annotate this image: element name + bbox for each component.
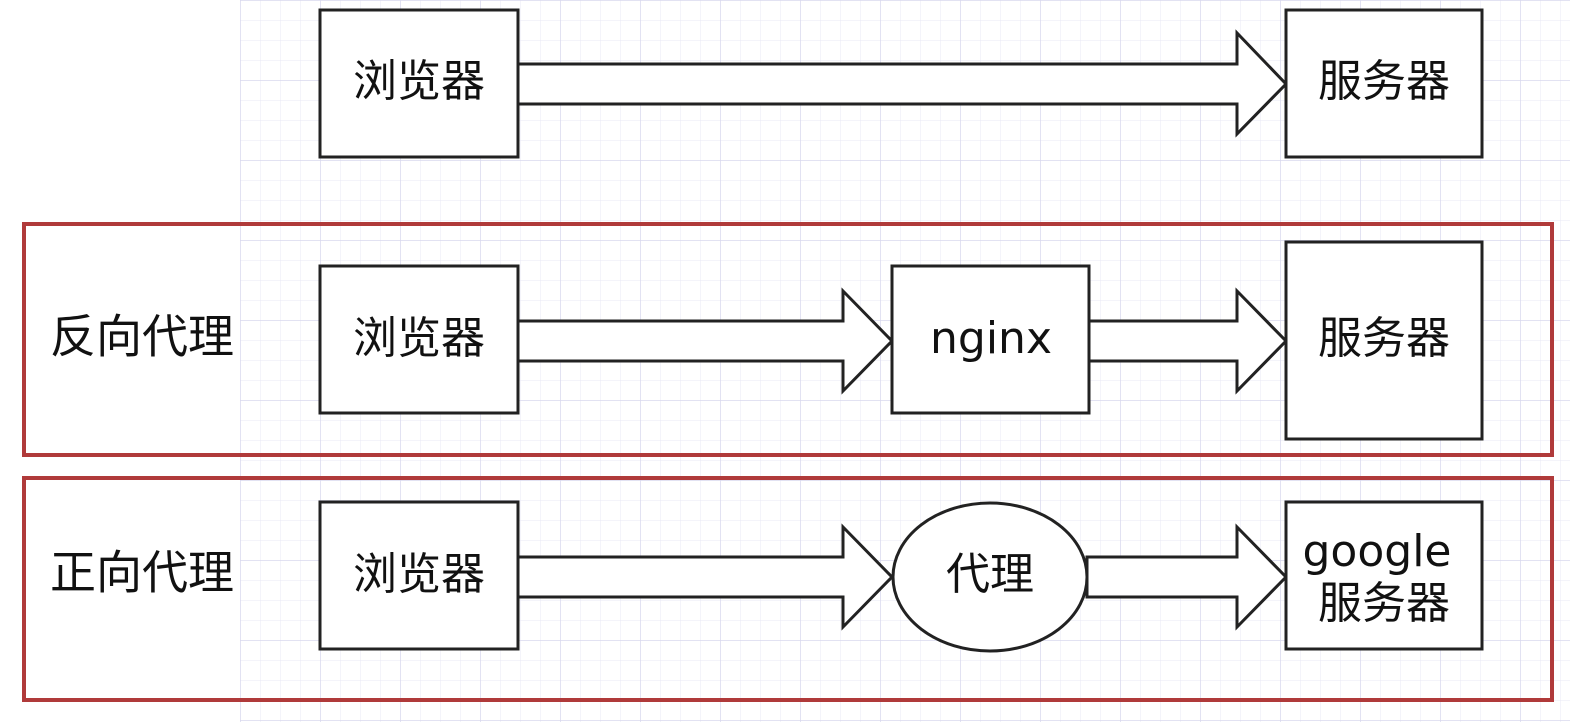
proxy-ellipse	[891, 501, 1089, 653]
forward-proxy-group	[22, 476, 1554, 702]
nginx-label: nginx	[930, 313, 1052, 364]
browser-box	[318, 264, 520, 415]
arrow-browser-to-proxy	[516, 523, 895, 631]
browser-label: 浏览器	[353, 313, 485, 364]
server-label: 服务器	[1318, 313, 1450, 364]
browser-label: 浏览器	[353, 56, 485, 107]
browser-box	[318, 8, 520, 159]
google-server-label-line-1: google	[1303, 526, 1452, 577]
google-server-box	[1284, 500, 1484, 651]
server-box	[1284, 240, 1484, 441]
arrow-browser-to-nginx	[516, 287, 895, 395]
arrow-proxy-to-google-server	[1085, 523, 1289, 631]
browser-label: 浏览器	[353, 549, 485, 600]
reverse-proxy-group	[22, 222, 1554, 457]
google-server-label-line-2: 服务器	[1318, 578, 1450, 629]
google-server-label: google 服务器	[1303, 526, 1466, 629]
arrow-browser-to-server	[516, 29, 1289, 138]
server-label: 服务器	[1318, 56, 1450, 107]
server-box	[1284, 8, 1484, 159]
arrow-nginx-to-server	[1087, 287, 1289, 395]
reverse-proxy-label: 反向代理	[50, 310, 234, 364]
nginx-box	[890, 264, 1091, 415]
browser-box	[318, 500, 520, 651]
forward-proxy-label: 正向代理	[50, 546, 234, 600]
proxy-label: 代理	[946, 549, 1034, 600]
